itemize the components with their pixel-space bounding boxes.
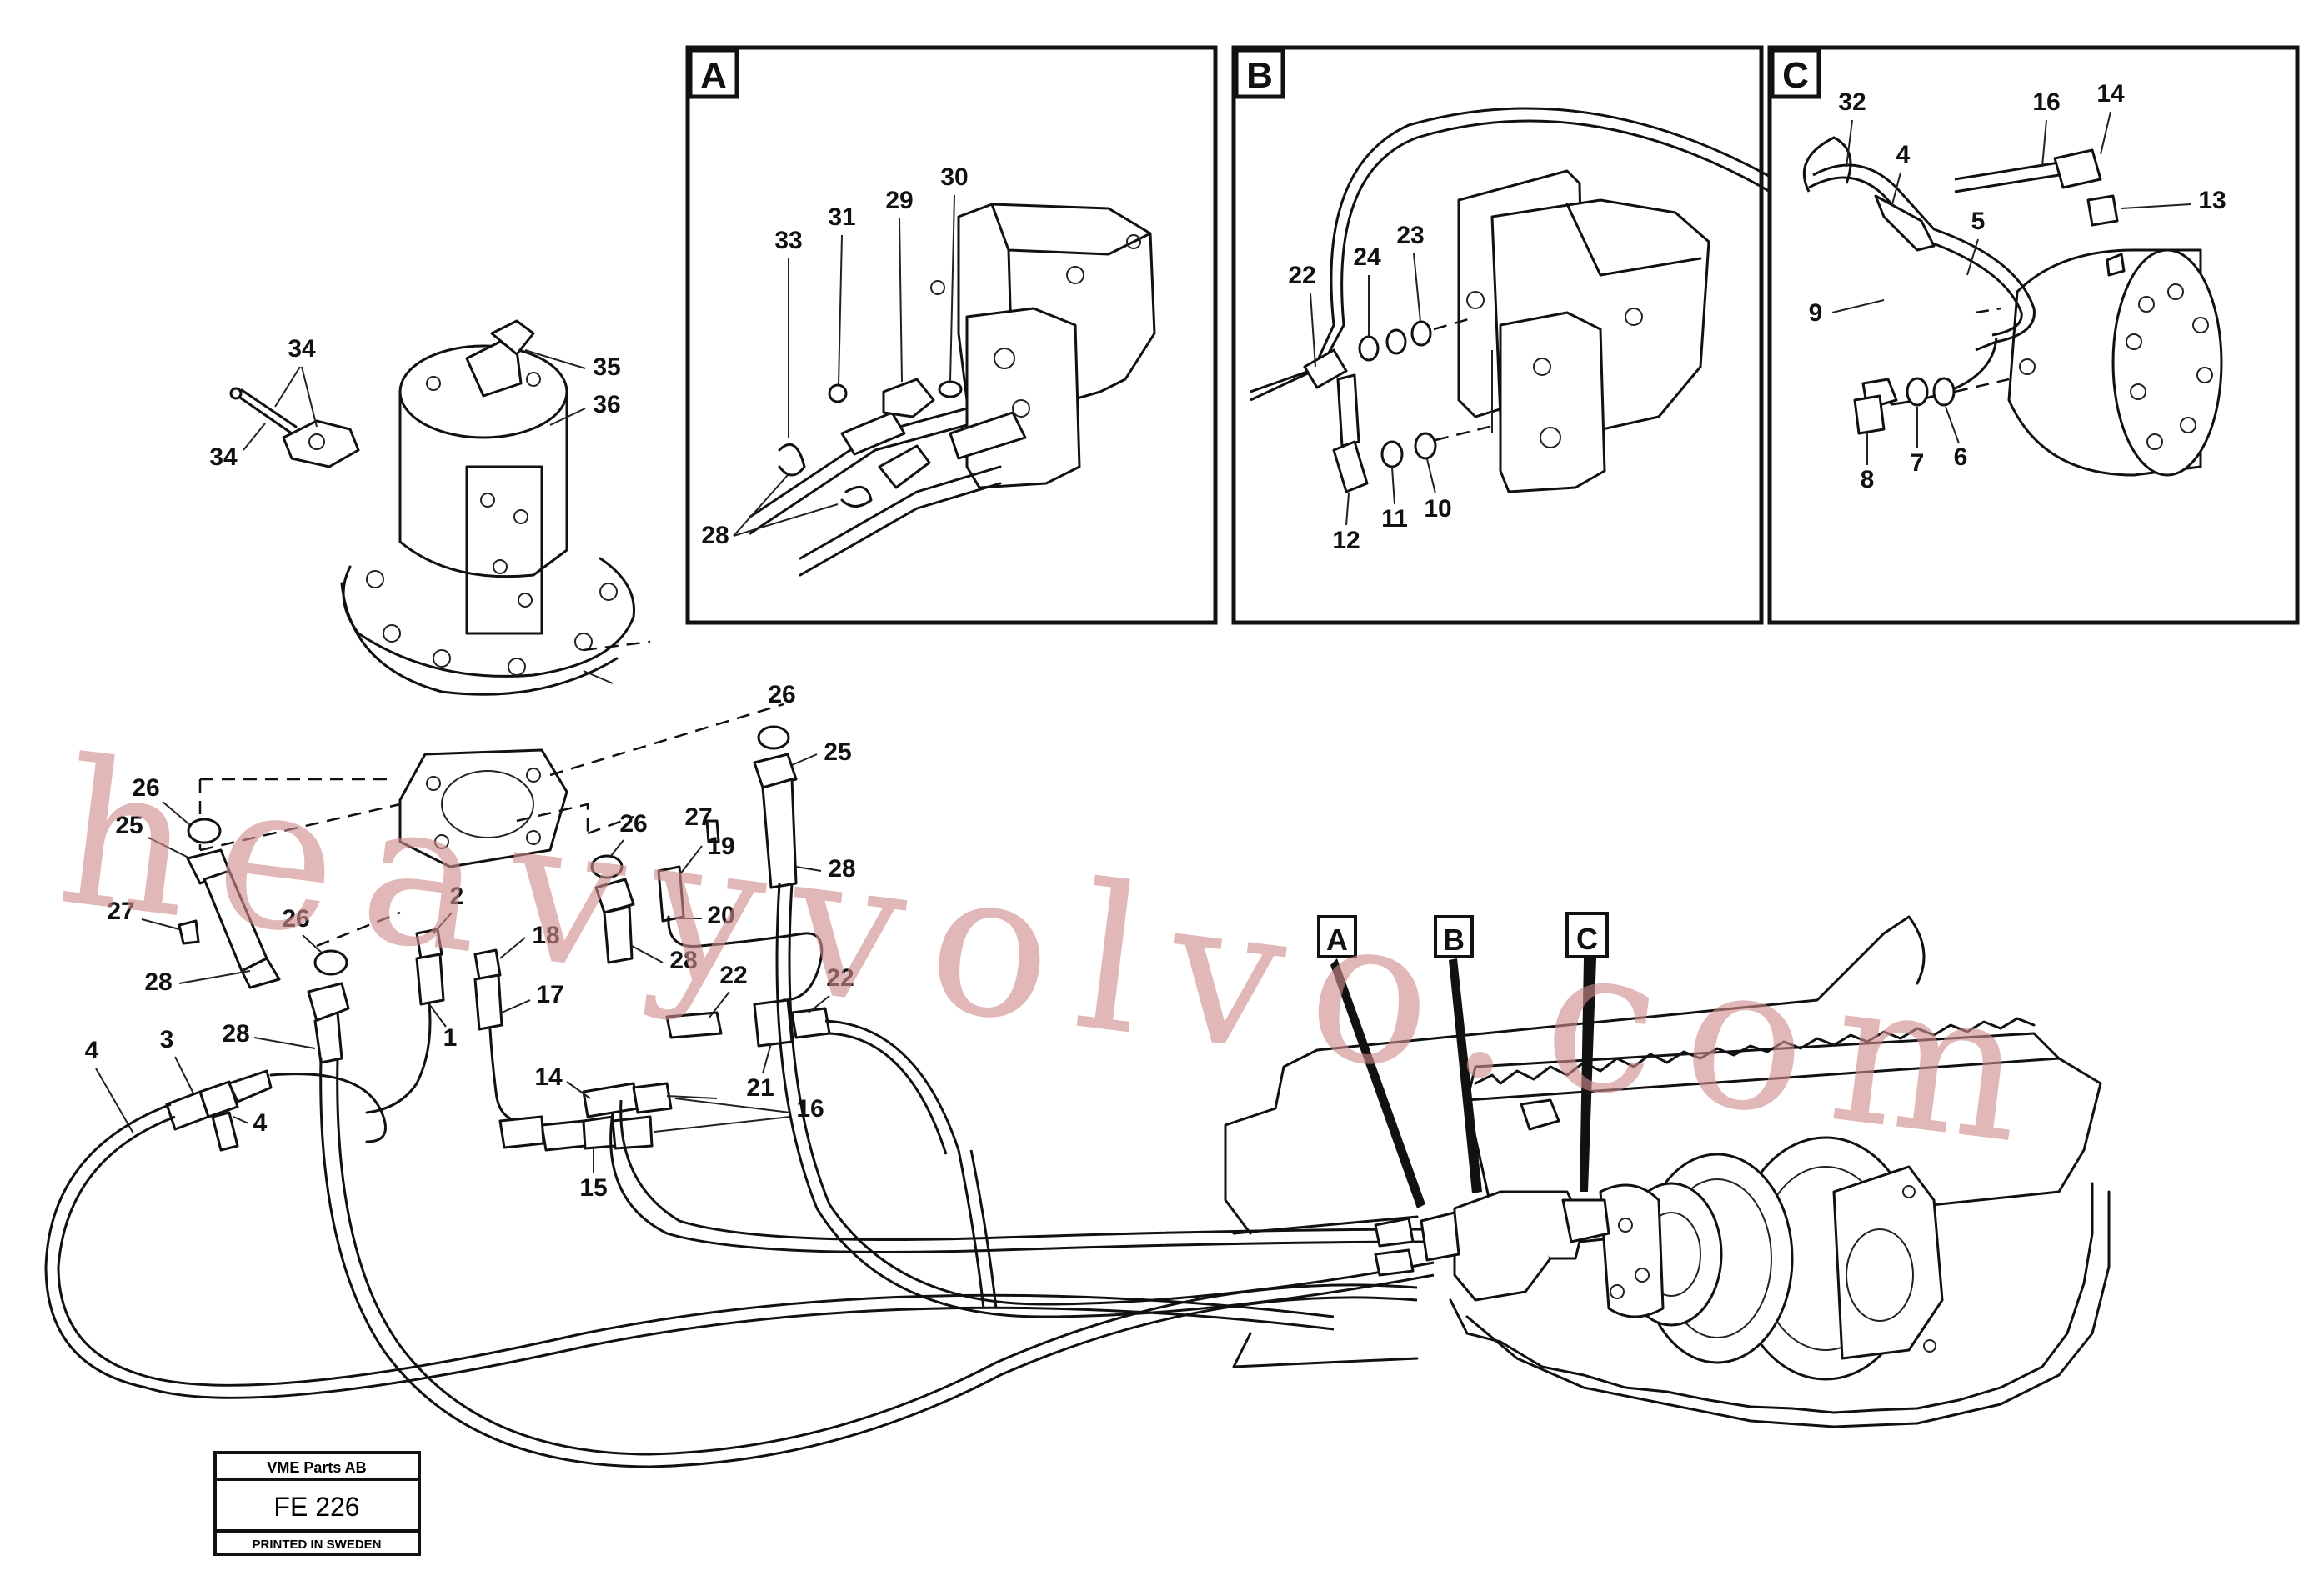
callout-c13: 13	[2198, 187, 2226, 214]
left-callouts: 26 25 27 26 28 28	[107, 774, 324, 1049]
panel-c-callouts: 32 4 16 14 13 5 9 8 7 6	[1809, 80, 2226, 493]
callout-m36: 36	[593, 391, 620, 418]
callout-m15: 15	[579, 1174, 607, 1202]
hose-routing	[44, 883, 1435, 1468]
marker-a-letter: A	[1326, 923, 1348, 957]
callout-m3: 3	[160, 1026, 174, 1053]
detail-panel-b: B 22 24	[1231, 45, 1881, 625]
callout-m22a: 22	[719, 962, 747, 989]
callout-c9: 9	[1809, 299, 1823, 327]
left-hose-callouts: 4 3 4	[85, 1026, 268, 1137]
callout-m27b: 27	[684, 803, 712, 831]
callout-m25a: 25	[115, 812, 143, 839]
stamp-printed: PRINTED IN SWEDEN	[252, 1538, 381, 1552]
callout-m28d: 28	[669, 947, 697, 974]
watermark-text: heavyvolvo.com	[48, 716, 2065, 1192]
stamp-code: FE 226	[273, 1492, 359, 1522]
callout-c4: 4	[1896, 141, 1911, 168]
callout-b11: 11	[1381, 505, 1408, 533]
panel-a-motor	[930, 203, 1156, 489]
callout-m14: 14	[534, 1063, 563, 1091]
panel-c-hoses	[1802, 136, 2119, 435]
callout-m21: 21	[746, 1074, 774, 1102]
callout-m35: 35	[593, 353, 620, 381]
right-centre-fittings	[590, 725, 824, 1002]
callout-a33: 33	[774, 227, 802, 254]
callout-m18: 18	[532, 922, 559, 949]
callout-a30: 30	[940, 163, 968, 191]
track-assembly	[1224, 915, 2111, 1428]
stamp-company: VME Parts AB	[267, 1459, 366, 1476]
title-stamp: VME Parts AB FE 226 PRINTED IN SWEDEN	[213, 1451, 421, 1556]
panel-b-callouts: 22 24 23 12 11 10	[1288, 222, 1451, 554]
callout-m2: 2	[450, 883, 464, 910]
callout-b22: 22	[1288, 262, 1315, 289]
marker-c-letter: C	[1576, 922, 1598, 956]
callout-c8: 8	[1861, 466, 1875, 493]
rotary-joint-callouts: 34 34 35 36	[209, 335, 620, 471]
callout-b12: 12	[1332, 527, 1360, 554]
callout-m20: 20	[707, 902, 734, 929]
callout-b24: 24	[1353, 243, 1381, 271]
detail-panel-a: A 33	[685, 45, 1218, 625]
panel-c-letter: C	[1782, 55, 1809, 96]
callout-c7: 7	[1911, 449, 1925, 477]
centre-callouts: 2 18 17 1	[428, 883, 564, 1052]
callout-c32: 32	[1838, 88, 1866, 116]
panel-b-motor	[1457, 169, 1710, 493]
callout-m26b: 26	[282, 905, 309, 933]
panel-a-letter: A	[700, 55, 727, 96]
marker-b-letter: B	[1443, 923, 1465, 957]
callout-m25c: 25	[824, 738, 851, 766]
callout-m28a: 28	[144, 968, 172, 996]
callout-m28c: 28	[828, 855, 855, 883]
callout-m17: 17	[536, 981, 563, 1008]
callout-c5: 5	[1971, 208, 1986, 235]
left-fittings	[178, 818, 350, 1064]
callout-m34b: 34	[209, 443, 238, 471]
callout-m1: 1	[443, 1024, 458, 1052]
callout-m26d: 26	[619, 810, 647, 838]
left-hose-fittings	[165, 1069, 387, 1152]
panel-b-letter: B	[1246, 55, 1273, 96]
callout-a29: 29	[885, 187, 913, 214]
callout-m26c: 26	[768, 681, 795, 708]
centre-fittings	[365, 928, 518, 1123]
callout-m28b: 28	[222, 1020, 249, 1048]
callout-m22b: 22	[826, 964, 854, 992]
callout-m19: 19	[707, 833, 734, 860]
callout-m27a: 27	[107, 898, 134, 925]
callout-c14: 14	[2096, 80, 2125, 108]
callout-m4a: 4	[85, 1037, 99, 1064]
callout-m4b: 4	[253, 1109, 268, 1137]
panel-c-drum	[2007, 248, 2223, 477]
track-motor	[1374, 1098, 1610, 1302]
track-final-drive	[1599, 1153, 1794, 1364]
callout-b23: 23	[1396, 222, 1424, 249]
detail-markers: A B C	[1317, 912, 1609, 1208]
callout-b10: 10	[1424, 495, 1451, 523]
right-centre-callouts: 26 25 26 27 19 28 20 28	[609, 681, 856, 974]
rotary-joint-assembly	[229, 319, 651, 696]
callout-m26a: 26	[132, 774, 159, 802]
panel-a-callouts: 33 31 29 30 28	[701, 163, 968, 549]
callout-a31: 31	[828, 203, 855, 231]
detail-panel-c: C	[1767, 45, 2300, 625]
callout-a28: 28	[701, 522, 729, 549]
panel-a-hoses	[749, 378, 1027, 577]
tee-and-connectors	[498, 998, 831, 1152]
callout-c6: 6	[1954, 443, 1968, 471]
callout-m34a: 34	[288, 335, 316, 363]
callout-c16: 16	[2032, 88, 2060, 116]
centre-flange	[198, 703, 784, 948]
